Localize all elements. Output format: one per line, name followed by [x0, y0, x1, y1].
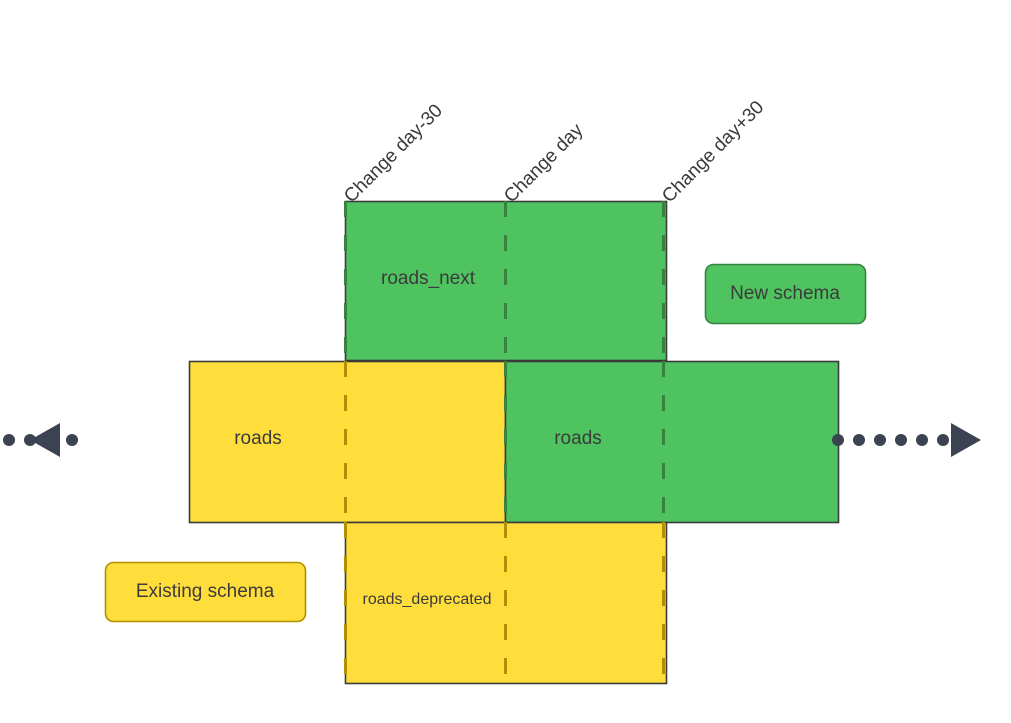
timeline-dot: [66, 434, 78, 446]
timeline-dot: [895, 434, 907, 446]
timeline-dot: [3, 434, 15, 446]
legend-box-new-schema: [704, 263, 867, 325]
timeline-dot: [916, 434, 928, 446]
block-roads-existing: [188, 360, 507, 524]
timeline-dot: [937, 434, 949, 446]
legend-box-existing-schema: [104, 561, 307, 623]
block-roads-new: [504, 360, 840, 524]
timeline-dot: [853, 434, 865, 446]
timeline-dot: [832, 434, 844, 446]
timeline-dot: [874, 434, 886, 446]
timeline-arrow-left-head: [30, 423, 60, 457]
timeline-arrow-right-head: [951, 423, 981, 457]
